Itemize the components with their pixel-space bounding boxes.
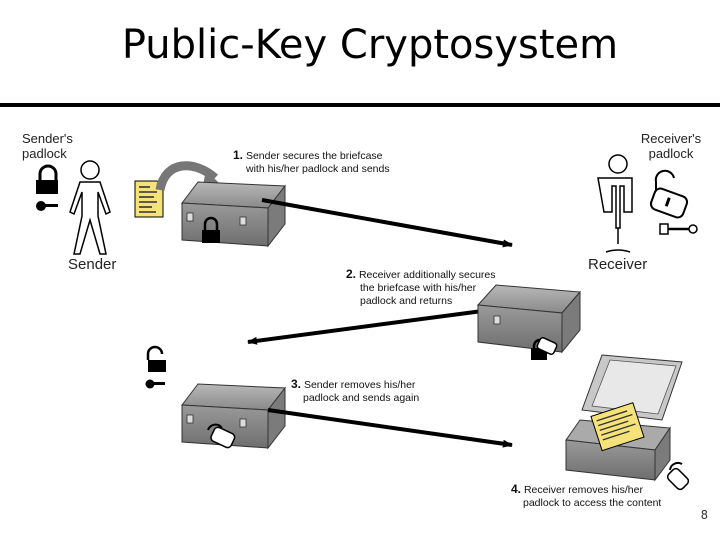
document-icon [134,180,164,218]
receiver-padlock-icon [649,169,689,219]
title-divider [0,103,720,107]
step-3-text: 3. Sender removes his/her padlock and se… [291,378,419,405]
receiver-key-icon [659,223,698,235]
arrow-step-3 [267,408,513,448]
sender-padlock-label: Sender's padlock [22,131,73,161]
open-padlock-icon [146,345,166,372]
step-4-text: 4. Receiver removes his/her padlock to a… [511,483,661,510]
arrow-step-1 [261,198,513,248]
briefcase-2 [476,284,582,360]
arrow-step-2 [247,308,491,345]
receiver-padlock-label: Receiver's padlock [640,131,702,161]
sender-figure [69,160,111,255]
step-3-line2: padlock and sends again [303,392,420,404]
sender-padlock-icon [36,164,58,194]
step-3-number: 3. [291,377,302,391]
step-4-number: 4. [511,482,522,496]
receiver-figure [597,154,633,253]
step-2-text: 2. Receiver additionally secures the bri… [346,268,496,308]
sender-key-icon [36,201,58,211]
page-number: 8 [700,508,708,522]
step-1-line1: Sender secures the briefcase [245,150,383,162]
step-1-text: 1. Sender secures the briefcase with his… [233,149,390,176]
step-1-line2: with his/her padlock and sends [246,163,390,175]
slide-title: Public-Key Cryptosystem [121,22,619,68]
step-4-line2: padlock to access the content [523,497,662,509]
step-2-number: 2. [346,267,357,281]
step-3-line1: Sender removes his/her [303,379,416,391]
receiver-label: Receiver [588,256,648,273]
step-2-line1: Receiver additionally secures [358,269,496,281]
open-briefcase [565,354,690,491]
step-4-line1: Receiver removes his/her [523,484,643,496]
briefcase-1 [181,181,286,248]
step-2-line2: the briefcase with his/her [360,282,477,294]
step-1-number: 1. [233,148,244,162]
sender-key-icon-2 [145,379,165,389]
step-2-line3: padlock and returns [360,295,453,307]
briefcase-3 [181,383,286,450]
sender-label: Sender [68,256,117,273]
